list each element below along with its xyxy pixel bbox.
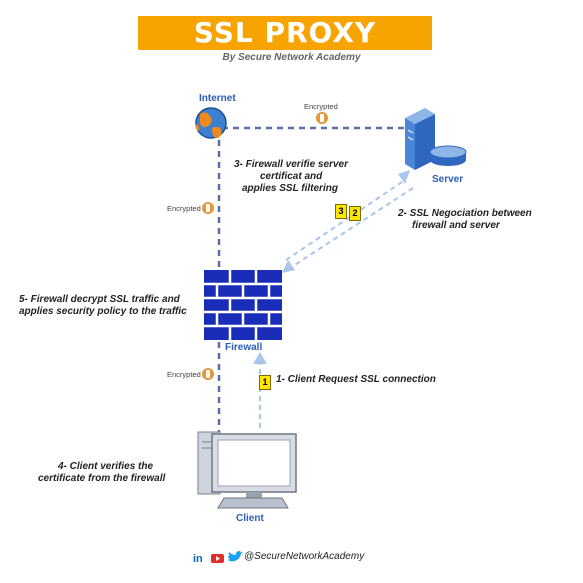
server-label: Server bbox=[432, 174, 464, 185]
firewall-icon bbox=[204, 270, 282, 340]
step4-line2: certificate from the firewall bbox=[38, 473, 166, 484]
step1-text: 1- Client Request SSL connection bbox=[276, 374, 436, 385]
client-label: Client bbox=[236, 513, 264, 524]
step3-text: 3- Firewall verifie server certificat an… bbox=[234, 159, 394, 195]
encrypted-label: Encrypted bbox=[304, 102, 338, 111]
globe-icon bbox=[195, 107, 227, 139]
step4-line1: 4- Client verifies the bbox=[58, 461, 154, 472]
step3-line3: applies SSL filtering bbox=[242, 183, 338, 194]
arrow-head-firewall bbox=[282, 260, 295, 273]
firewall-label: Firewall bbox=[225, 342, 263, 353]
lock-icon bbox=[316, 112, 328, 124]
social-handle[interactable]: @SecureNetworkAcademy bbox=[244, 551, 365, 562]
encrypted-label: Encrypted bbox=[167, 370, 201, 379]
step-badge-2: 2 bbox=[349, 206, 361, 221]
step5-line1: 5- Firewall decrypt SSL traffic and bbox=[19, 294, 180, 305]
arrow-head-up bbox=[253, 352, 267, 364]
arrow-head-server bbox=[398, 170, 410, 184]
page-subtitle: By Secure Network Academy bbox=[222, 52, 361, 63]
title-banner bbox=[138, 16, 432, 50]
step4-text: 4- Client verifies the certificate from … bbox=[38, 461, 208, 485]
step3-line2: certificat and bbox=[260, 171, 323, 182]
arrow-server-to-firewall bbox=[292, 187, 414, 267]
lock-icon bbox=[202, 202, 214, 214]
step5-line2: applies security policy to the traffic bbox=[19, 306, 187, 317]
step2-line1: 2- SSL Negociation between bbox=[398, 208, 532, 219]
step2-line2: firewall and server bbox=[412, 220, 500, 231]
step3-line1: 3- Firewall verifie server bbox=[234, 159, 348, 170]
step-badge-3: 3 bbox=[335, 204, 347, 219]
step-badge-1: 1 bbox=[259, 375, 271, 390]
linkedin-icon[interactable]: in bbox=[193, 553, 203, 565]
lock-icon bbox=[202, 368, 214, 380]
step2-text: 2- SSL Negociation between firewall and … bbox=[398, 208, 568, 232]
step5-text: 5- Firewall decrypt SSL traffic and appl… bbox=[19, 294, 209, 318]
server-icon bbox=[405, 108, 467, 170]
internet-label: Internet bbox=[199, 93, 236, 104]
page-title: SSL PROXY PROCESS bbox=[193, 16, 377, 87]
encrypted-label: Encrypted bbox=[167, 204, 201, 213]
arrow-firewall-to-server bbox=[285, 179, 406, 261]
computer-icon bbox=[197, 431, 297, 509]
